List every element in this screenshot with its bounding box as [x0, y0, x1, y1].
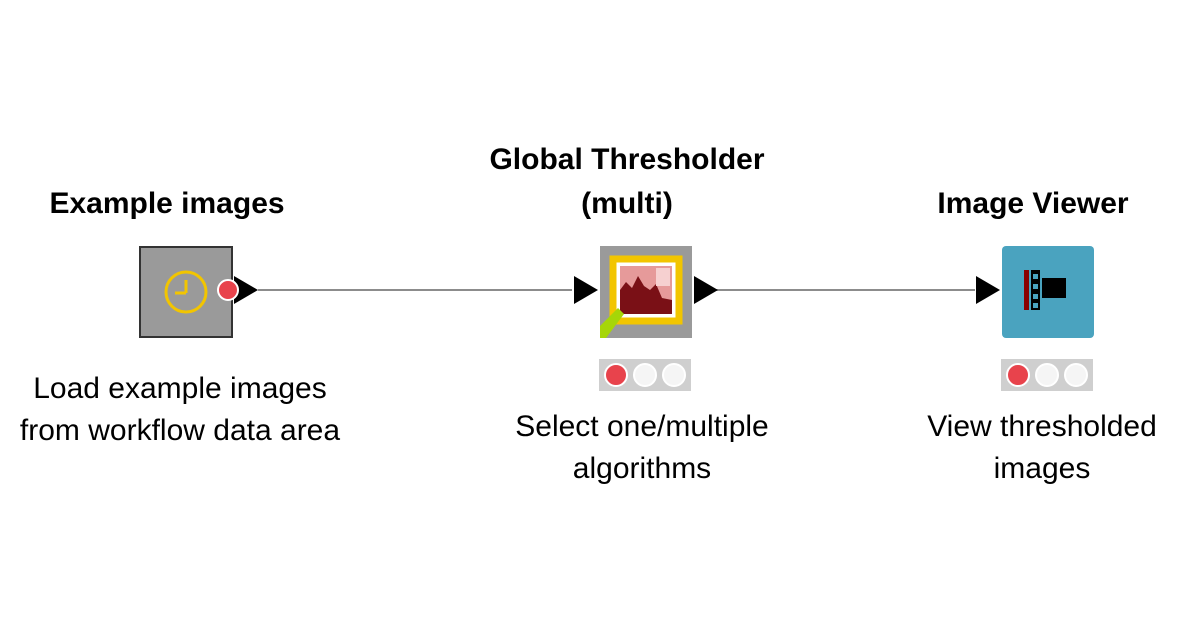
output-port[interactable] [694, 276, 718, 304]
node-global-thresholder[interactable] [570, 242, 720, 342]
clock-icon [164, 270, 208, 314]
threshold-image-icon [609, 255, 683, 325]
output-port[interactable] [217, 276, 258, 304]
status-indicator-viewer [1001, 359, 1093, 391]
node-desc-image-viewer: View thresholded images [927, 410, 1157, 485]
input-port[interactable] [976, 276, 1000, 304]
node-image-viewer[interactable] [972, 242, 1102, 342]
node-title-global-thresholder: Global Thresholder (multi) [489, 143, 765, 220]
loop-marker [600, 308, 624, 338]
node-desc-global-thresholder: Select one/multiple algorithms [515, 410, 769, 485]
status-indicator-thresholder [599, 359, 691, 391]
input-port[interactable] [574, 276, 598, 304]
node-example-images[interactable] [135, 242, 265, 342]
node-title-image-viewer: Image Viewer [937, 187, 1129, 220]
image-viewer-icon [1024, 270, 1066, 310]
node-title-example-images: Example images [49, 187, 285, 220]
node-desc-example-images: Load example images from workflow data a… [19, 372, 341, 447]
